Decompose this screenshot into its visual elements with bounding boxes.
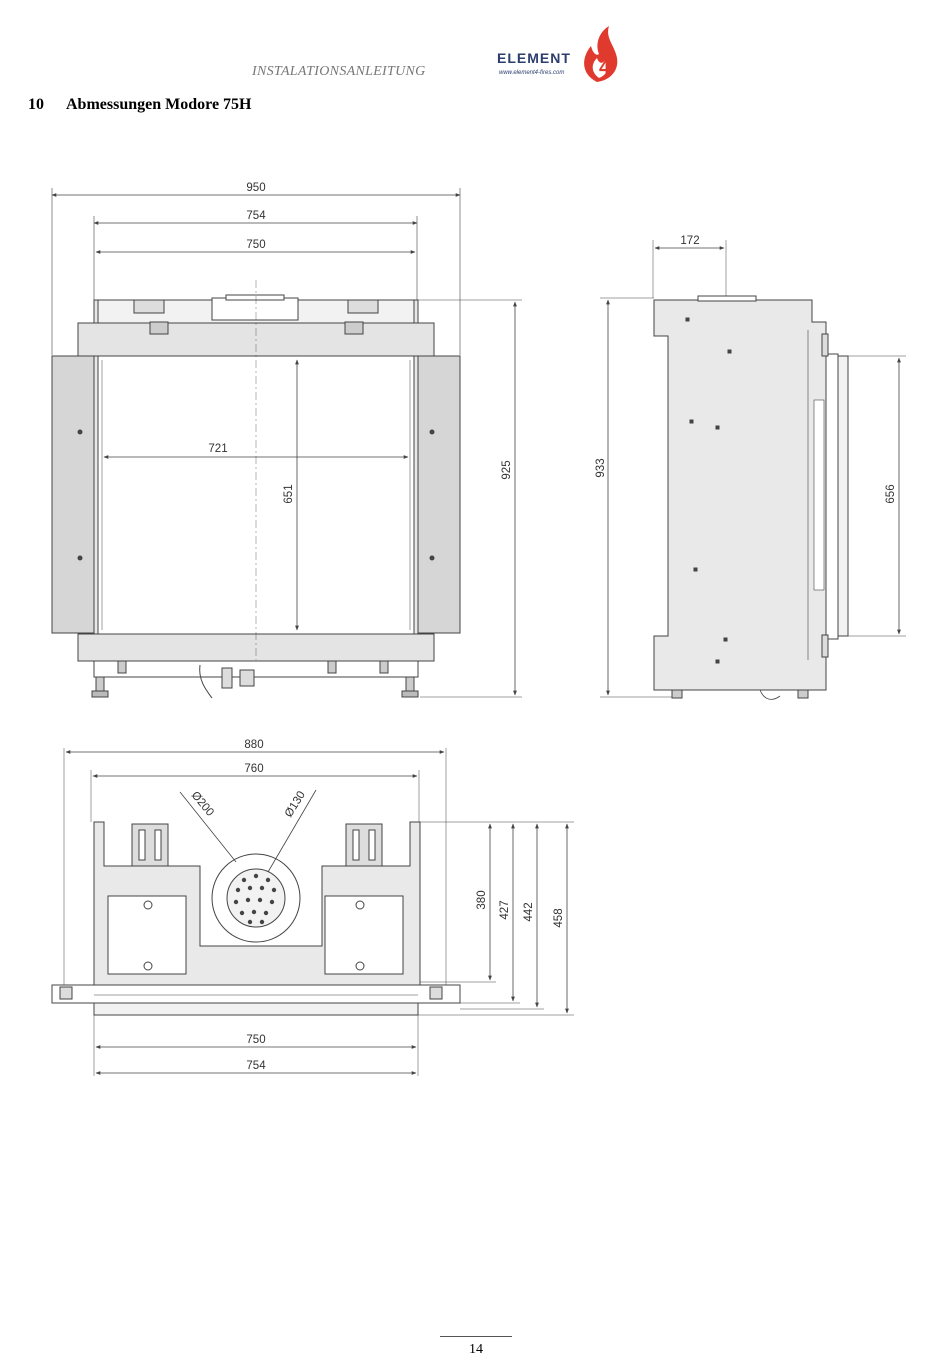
- section-heading: 10 Abmessungen Modore 75H: [28, 96, 252, 114]
- logo-wordmark: ELEMENT: [497, 50, 571, 66]
- dim-651: 651: [283, 484, 295, 503]
- front-view-dims: 950 754 750 721 651 925: [208, 182, 513, 504]
- dim-172: 172: [680, 235, 699, 247]
- side-view-dims: 172 933 656: [595, 235, 897, 504]
- top-view: [51, 748, 574, 1076]
- dim-754-top: 754: [246, 210, 266, 222]
- dim-950: 950: [246, 182, 265, 194]
- side-view: [600, 240, 906, 700]
- dim-925: 925: [501, 460, 513, 479]
- page-number: 14: [469, 1342, 483, 1357]
- footer-rule: [440, 1336, 512, 1337]
- dim-721: 721: [208, 443, 227, 455]
- dim-754-bottom: 754: [246, 1060, 266, 1072]
- dim-750-top: 750: [246, 239, 265, 251]
- section-title: Abmessungen Modore 75H: [66, 96, 252, 113]
- dim-dia-130: Ø130: [283, 789, 308, 819]
- dim-880: 880: [244, 739, 263, 751]
- dim-760: 760: [244, 763, 263, 775]
- logo-digit: 4: [599, 57, 611, 79]
- dim-380: 380: [476, 890, 488, 909]
- element4-logo: ELEMENT www.element4-fires.com 4: [495, 24, 625, 84]
- dim-dia-200: Ø200: [189, 789, 216, 818]
- dim-933: 933: [595, 458, 607, 477]
- logo-url: www.element4-fires.com: [499, 70, 565, 76]
- dim-427: 427: [499, 900, 511, 919]
- header-title: INSTALATIONSANLEITUNG: [252, 64, 426, 79]
- dim-442: 442: [523, 902, 535, 921]
- dim-750-bottom: 750: [246, 1034, 265, 1046]
- dim-458: 458: [553, 908, 565, 927]
- front-view: [51, 188, 522, 699]
- dim-656: 656: [885, 484, 897, 503]
- flame-icon: 4: [584, 26, 618, 82]
- section-number: 10: [28, 96, 44, 113]
